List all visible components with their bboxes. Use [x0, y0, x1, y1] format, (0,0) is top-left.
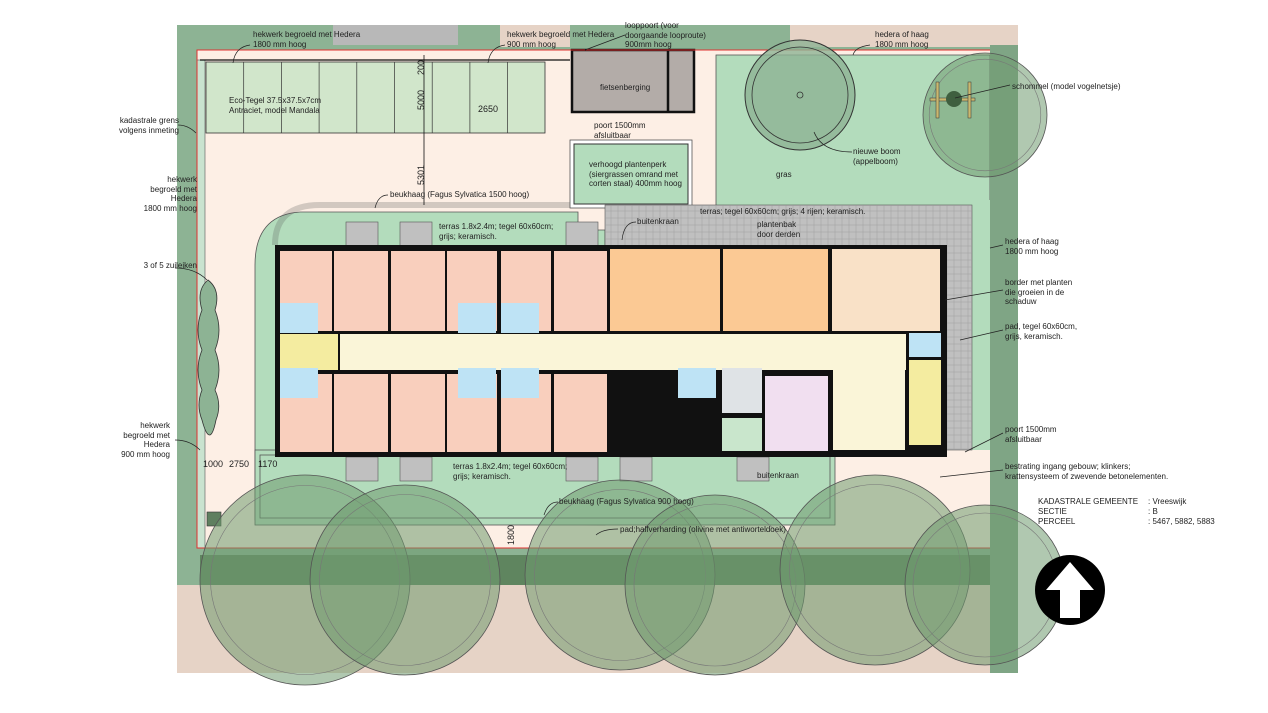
label-terrace-south: terras 1.8x2.4m; tegel 60x60cm; grijs; k…	[453, 462, 568, 481]
private-terrace	[619, 456, 653, 482]
label-raised-bed: verhoogd plantenperk (siergrassen omrand…	[589, 160, 682, 188]
eco-tile-parking	[200, 55, 570, 205]
tree-canopy-outline	[928, 58, 1042, 172]
dimension-200: 200	[416, 59, 426, 75]
bathroom	[458, 368, 496, 398]
label-fence-top-left: hekwerk begroeld met Hedera 1800 mm hoog	[253, 30, 361, 49]
bathroom	[280, 368, 318, 398]
label-swing: schommel (model vogelnetsje)	[1012, 82, 1121, 91]
common-room	[723, 249, 828, 331]
studio-room-south	[554, 374, 607, 452]
label-hedge-east: hedera of haag 1800 mm hoog	[1005, 237, 1059, 256]
label-gate-north: poort 1500mm afsluitbaar	[594, 121, 646, 140]
bathroom	[501, 368, 539, 398]
label-path-tiles: pad, tegel 60x60cm, grijs, keramisch.	[1005, 322, 1078, 341]
dimension-5000: 5000	[416, 89, 426, 110]
common-room	[832, 249, 940, 331]
dimension-1000: 1000	[203, 459, 224, 469]
neighbour-paving	[790, 25, 1018, 47]
bathroom	[458, 303, 496, 333]
cadastre-municipality-value: : Vreeswijk	[1148, 497, 1187, 506]
stairwell-west	[280, 334, 338, 370]
bin-room	[722, 418, 762, 451]
label-new-tree: nieuwe boom (appelboom)	[853, 147, 901, 166]
storage-room	[722, 368, 762, 413]
studio-room-north	[391, 251, 445, 331]
private-terrace	[345, 221, 379, 247]
tree-canopy-outline	[319, 494, 491, 666]
private-terrace	[565, 456, 599, 482]
dimension-1170: 1170	[258, 459, 278, 469]
label-tap-north: buitenkraan	[637, 217, 679, 226]
stairwell-east	[909, 360, 941, 445]
label-terrace-main: terras; tegel 60x60cm; grijs; 4 rijen; k…	[700, 207, 866, 216]
studio-room-south	[391, 374, 445, 452]
dimension-2650: 2650	[478, 104, 499, 114]
cadastre-info: KADASTRALE GEMEENTE : Vreeswijk SECTIE : B…	[1038, 497, 1215, 527]
tree-canopy	[922, 52, 1048, 178]
bike-storage	[570, 48, 696, 114]
studio-room-north	[554, 251, 607, 331]
technical-room	[765, 376, 828, 451]
cadastre-municipality-key: KADASTRALE GEMEENTE	[1038, 497, 1139, 506]
label-bike-storage: fietsenberging	[600, 83, 651, 92]
neighbour-paving-2	[500, 25, 570, 47]
label-beech-hedge-1500: beukhaag (Fagus Sylvatica 1500 hoog)	[390, 190, 530, 199]
label-eco-tiles: Eco-Tegel 37.5x37.5x7cm Antraciet, model…	[229, 96, 322, 115]
label-beech-hedge-900: beukhaag (Fagus Sylvatica 900 hoog)	[559, 497, 694, 506]
private-terrace	[736, 456, 770, 482]
cadastre-parcel-value: : 5467, 5882, 5883	[1148, 517, 1215, 526]
label-hedge-top-right: hedera of haag 1800 mm hoog	[875, 30, 929, 49]
dimension-5301: 5301	[416, 164, 426, 185]
cadastre-section-value: : B	[1148, 507, 1158, 516]
label-cadastral-boundary: kadastrale grens volgens inmeting	[118, 116, 179, 135]
label-planter: plantenbak door derden	[757, 220, 801, 239]
label-path-semi: pad;halfverharding (olivine met antiwort…	[620, 525, 786, 534]
dimension-1800: 1800	[506, 524, 516, 545]
trees	[199, 52, 1066, 686]
private-terrace	[565, 221, 599, 247]
label-gate-walk: looppoort (voor doorgaande looproute) 90…	[625, 21, 706, 49]
swing	[929, 81, 976, 119]
building-rooms	[280, 249, 941, 452]
apple-tree	[744, 39, 856, 151]
bathroom	[909, 333, 941, 357]
cadastre-section-key: SECTIE	[1038, 507, 1067, 516]
bathroom	[501, 303, 539, 333]
label-fence-top-mid: hekwerk begroeld met Hedera 900 mm hoog	[507, 30, 615, 49]
cadastre-parcel-key: PERCEEL	[1038, 517, 1076, 526]
studio-room-north	[334, 251, 388, 331]
bathroom	[280, 303, 318, 333]
label-gate-east: poort 1500mm afsluitbaar	[1005, 425, 1057, 444]
private-terrace	[399, 456, 433, 482]
studio-room-south	[334, 374, 388, 452]
label-fence-left-900: hekwerk begroeld met Hedera 900 mm hoog	[121, 421, 170, 459]
tree-canopy	[309, 484, 501, 676]
common-room	[610, 249, 720, 331]
tree-canopy	[624, 494, 806, 676]
beech-hedge-1500	[272, 202, 578, 246]
label-fence-left-1800: hekwerk begroeld met Hedera 1800 mm hoog	[143, 175, 197, 213]
north-arrow-icon	[1035, 555, 1105, 625]
label-tap-south: buitenkraan	[757, 471, 799, 480]
corridor	[340, 334, 906, 370]
columnar-oaks	[197, 279, 220, 436]
entrance-hall	[833, 370, 905, 450]
leader-lines	[174, 34, 1011, 536]
label-entrance-paving: bestrating ingang gebouw; klinkers; krat…	[1005, 462, 1169, 481]
label-terrace-north: terras 1.8x2.4m; tegel 60x60cm; grijs; k…	[439, 222, 554, 241]
private-terrace	[345, 456, 379, 482]
eco-tile-area	[205, 61, 546, 134]
raised-bed	[573, 143, 689, 205]
neighbour-building	[333, 25, 458, 45]
label-shade-border: border met planten die groeien in de sch…	[1005, 278, 1073, 306]
label-columnar-oaks: 3 of 5 zuileiken	[143, 261, 197, 270]
dimension-2750: 2750	[229, 459, 250, 469]
bathroom	[678, 368, 716, 398]
label-grass: gras	[776, 170, 792, 179]
private-terrace	[399, 221, 433, 247]
